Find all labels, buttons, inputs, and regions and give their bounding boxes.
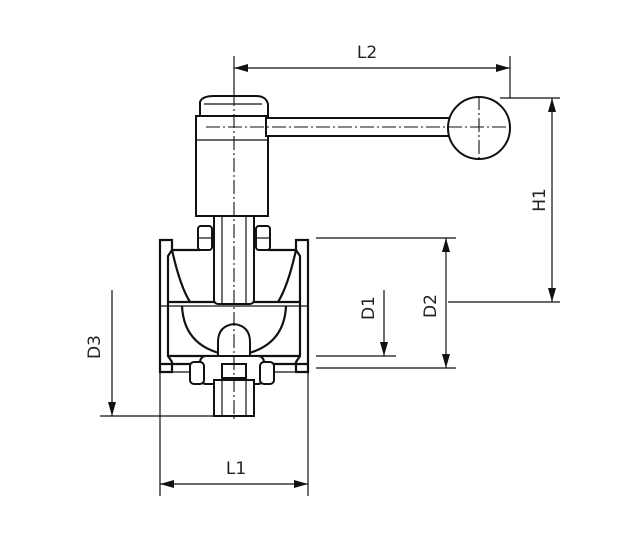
- l1-label: L1: [226, 459, 246, 479]
- d2-label: D2: [421, 294, 441, 318]
- bottom-fitting: [189, 322, 275, 417]
- l2-label: L2: [357, 43, 377, 63]
- valve-handle: [195, 95, 511, 217]
- dimension-d1: D1: [316, 290, 396, 357]
- center-lines: [206, 92, 512, 420]
- d3-label: D3: [85, 335, 105, 359]
- dimension-d3: D3: [85, 290, 214, 417]
- dimension-l2: L2: [233, 43, 511, 98]
- dimension-d2: D2: [316, 237, 456, 369]
- dimension-l1: L1: [159, 372, 309, 496]
- dimension-h1: H1: [448, 97, 560, 303]
- h1-label: H1: [530, 188, 550, 212]
- d1-label: D1: [359, 296, 379, 320]
